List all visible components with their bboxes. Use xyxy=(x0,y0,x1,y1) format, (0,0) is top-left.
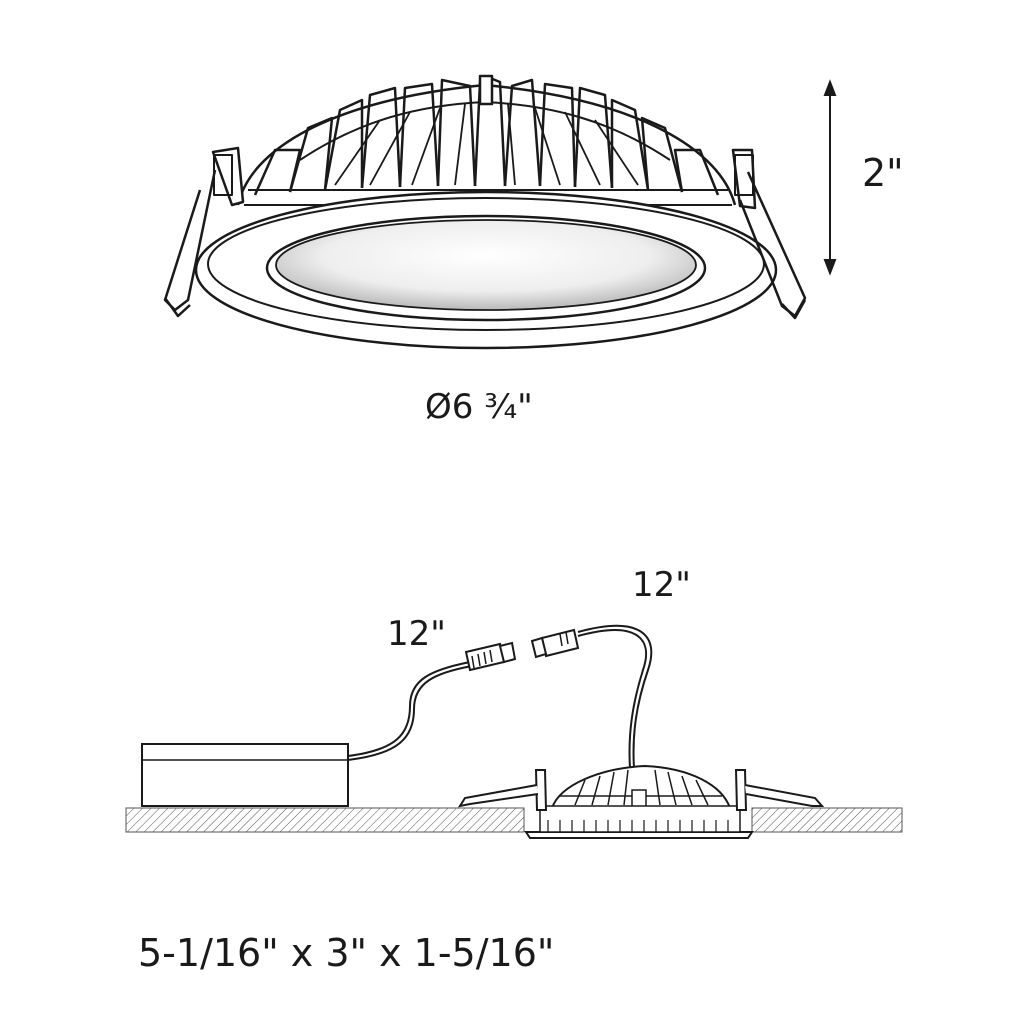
downlight-fixture xyxy=(163,74,807,350)
ceiling-section xyxy=(125,807,903,833)
heat-sink xyxy=(236,74,737,206)
cable-connectors xyxy=(464,628,580,672)
height-label: 2" xyxy=(862,151,904,195)
cables xyxy=(347,624,653,769)
driver-box xyxy=(141,743,349,807)
driver-cable-length-label: 12" xyxy=(387,614,446,654)
right-spring-clip xyxy=(731,148,807,320)
driver-dimensions-label: 5-1/16" x 3" x 1-5/16" xyxy=(138,931,555,975)
lens xyxy=(275,219,697,311)
installed-downlight xyxy=(457,764,825,839)
left-spring-clip xyxy=(163,146,245,318)
height-dimension-line xyxy=(823,79,837,276)
diameter-label: Ø6 ¾" xyxy=(425,387,533,427)
fixture-cable-length-label: 12" xyxy=(632,565,691,605)
